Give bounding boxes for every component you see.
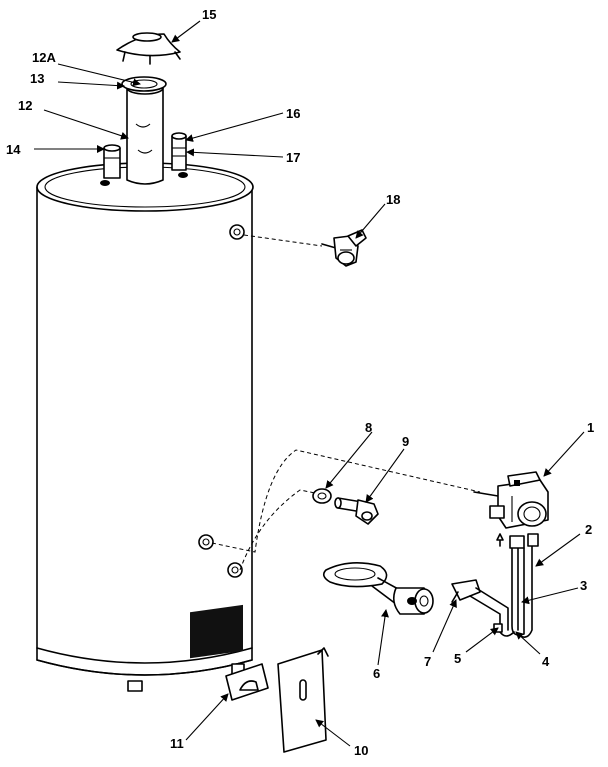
label-13: 13 — [30, 71, 44, 86]
label-3: 3 — [580, 578, 587, 593]
label-9: 9 — [402, 434, 409, 449]
label-11: 11 — [170, 736, 184, 751]
pilot-thermocouple-assembly — [451, 533, 539, 638]
label-18: 18 — [386, 192, 400, 207]
label-12a: 12A — [32, 50, 56, 65]
label-8: 8 — [365, 420, 372, 435]
label-7: 7 — [424, 654, 431, 669]
label-15: 15 — [202, 7, 216, 22]
label-16: 16 — [286, 106, 300, 121]
label-2: 2 — [585, 522, 592, 537]
drain-valve — [312, 488, 379, 525]
flue-assembly — [103, 32, 187, 185]
label-12: 12 — [18, 98, 32, 113]
label-10: 10 — [354, 743, 368, 758]
assembly-dashed-lines — [211, 449, 481, 571]
label-14: 14 — [6, 142, 21, 157]
label-5: 5 — [454, 651, 461, 666]
inner-door — [225, 663, 269, 701]
label-4: 4 — [542, 654, 550, 669]
label-17: 17 — [286, 150, 300, 165]
tp-relief-valve — [243, 229, 367, 267]
water-heater-tank — [36, 162, 254, 692]
part-labels: 15 12A 13 12 14 16 17 18 1 2 3 4 5 6 7 8… — [6, 7, 594, 758]
label-6: 6 — [373, 666, 380, 681]
gas-control-valve — [473, 471, 549, 529]
outer-door — [277, 647, 329, 753]
leader-lines — [34, 20, 585, 747]
label-1: 1 — [587, 420, 594, 435]
burner-assembly — [322, 562, 434, 615]
